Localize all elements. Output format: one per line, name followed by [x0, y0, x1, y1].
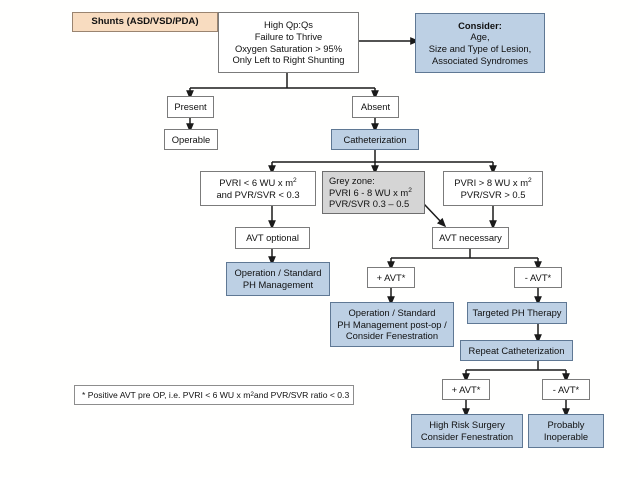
footnote-positive-avt: * Positive AVT pre OP, i.e. PVRI < 6 WU … [74, 385, 354, 405]
superscript-two: 2 [408, 186, 412, 194]
node-operation-standard: Operation / Standard PH Management [226, 262, 330, 296]
node-consider: Consider: Age, Size and Type of Lesion, … [415, 13, 545, 73]
node-criteria: High Qp:Qs Failure to Thrive Oxygen Satu… [218, 12, 359, 73]
node-grey-zone: Grey zone: PVRI 6 - 8 WU x m2 PVR/SVR 0.… [322, 171, 425, 214]
node-operable: Operable [164, 129, 218, 150]
node-grey-zone-line1: Grey zone: [329, 175, 375, 187]
node-grey-zone-line2: PVRI 6 - 8 WU x m2 [329, 186, 412, 198]
node-pvri-high-line2: PVR/SVR > 0.5 [460, 188, 526, 200]
node-avt-necessary: AVT necessary [432, 227, 509, 249]
node-pvri-low-line2: and PVR/SVR < 0.3 [216, 188, 300, 200]
node-pvri-low-line1: PVRI < 6 WU x m2 [219, 176, 297, 188]
node-pvri-high: PVRI > 8 WU x m2 PVR/SVR > 0.5 [443, 171, 543, 206]
node-targeted-ph-therapy: Targeted PH Therapy [467, 302, 567, 324]
superscript-two: 2 [293, 176, 297, 184]
node-avt-negative-bottom: - AVT* [542, 379, 590, 400]
node-shunts-label: Shunts (ASD/VSD/PDA) [72, 12, 218, 32]
node-consider-header: Consider: [458, 19, 502, 31]
node-probably-inoperable: Probably Inoperable [528, 414, 604, 448]
node-grey-zone-line3: PVR/SVR 0.3 – 0.5 [329, 198, 410, 210]
footnote-part2: and PVR/SVR ratio < 0.3 [253, 389, 350, 400]
node-avt-optional: AVT optional [235, 227, 310, 249]
superscript-two: 2 [528, 176, 532, 184]
node-operation-postop: Operation / Standard PH Management post-… [330, 302, 454, 347]
node-avt-positive-bottom: + AVT* [442, 379, 490, 400]
node-catheterization: Catheterization [331, 129, 419, 150]
node-pvri-low: PVRI < 6 WU x m2 and PVR/SVR < 0.3 [200, 171, 316, 206]
node-avt-positive-mid: + AVT* [367, 267, 415, 288]
node-high-risk-surgery: High Risk Surgery Consider Fenestration [411, 414, 523, 448]
node-pvri-high-line1: PVRI > 8 WU x m2 [454, 176, 532, 188]
node-consider-body: Age, Size and Type of Lesion, Associated… [428, 31, 532, 66]
node-present: Present [167, 96, 214, 118]
node-avt-negative-mid: - AVT* [514, 267, 562, 288]
footnote-part1: * Positive AVT pre OP, i.e. PVRI < 6 WU … [82, 389, 251, 400]
node-absent: Absent [352, 96, 399, 118]
node-repeat-catheterization: Repeat Catheterization [460, 340, 573, 361]
